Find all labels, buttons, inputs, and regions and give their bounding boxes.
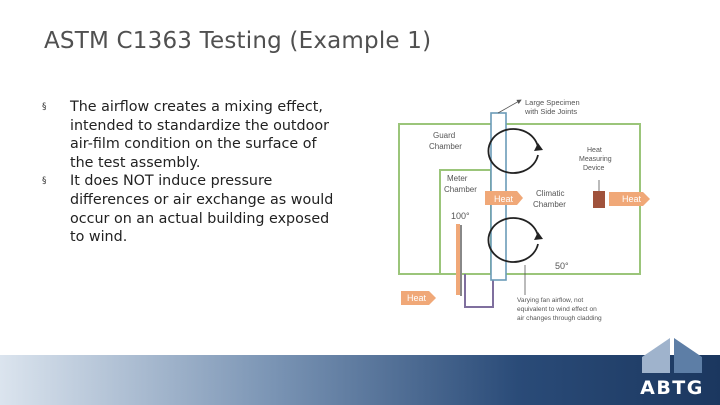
metering-chamber-label: Meter Chamber (444, 174, 477, 194)
cold-temperature-label: 50° (555, 261, 569, 271)
bullet-item: § The airflow creates a mixing effect, i… (42, 98, 342, 172)
slide-title: ASTM C1363 Testing (Example 1) (44, 28, 432, 54)
bullet-text: It does NOT induce pressure differences … (70, 173, 334, 246)
specimen-leader (497, 99, 522, 114)
circulation-arrow-upper-head (534, 143, 543, 151)
heat-measuring-device-label: Heat Measuring Device (579, 147, 614, 172)
heat-arrow-outer: Heat (609, 192, 650, 206)
circulation-arrow-lower (487, 217, 539, 263)
footer-band (0, 355, 720, 405)
hot-temperature-label: 100° (451, 211, 470, 221)
circulation-arrow-lower-head (534, 232, 543, 240)
specimen-label: Large Specimen with Side Joints (524, 98, 582, 116)
bullet-item: § It does NOT induce pressure difference… (42, 172, 342, 246)
circulation-arrow-upper (487, 128, 539, 174)
hot-box-diagram: Heat Heat Heat Large Specimen with Side … (398, 98, 650, 322)
bullet-text: The airflow creates a mixing effect, int… (70, 99, 329, 171)
guard-chamber-label: Guard Chamber (429, 131, 462, 151)
heat-arrow-lower: Heat (401, 291, 436, 305)
heat-arrow-inner: Heat (485, 191, 523, 205)
orange-pipe (456, 224, 460, 295)
climatic-chamber-label: Climatic Chamber (533, 189, 567, 209)
heat-label-outer: Heat (622, 194, 642, 204)
abtg-logo (642, 338, 702, 373)
heat-label-inner: Heat (494, 194, 514, 204)
bullet-marker: § (42, 176, 47, 187)
purple-pipe (464, 274, 494, 308)
heat-measuring-device (593, 191, 605, 208)
bullet-list: § The airflow creates a mixing effect, i… (42, 98, 342, 247)
heat-label-lower: Heat (407, 293, 427, 303)
logo-text: ABTG (640, 377, 704, 399)
bullet-marker: § (42, 102, 47, 112)
airflow-note-label: Varying fan airflow, not equivalent to w… (517, 297, 602, 322)
